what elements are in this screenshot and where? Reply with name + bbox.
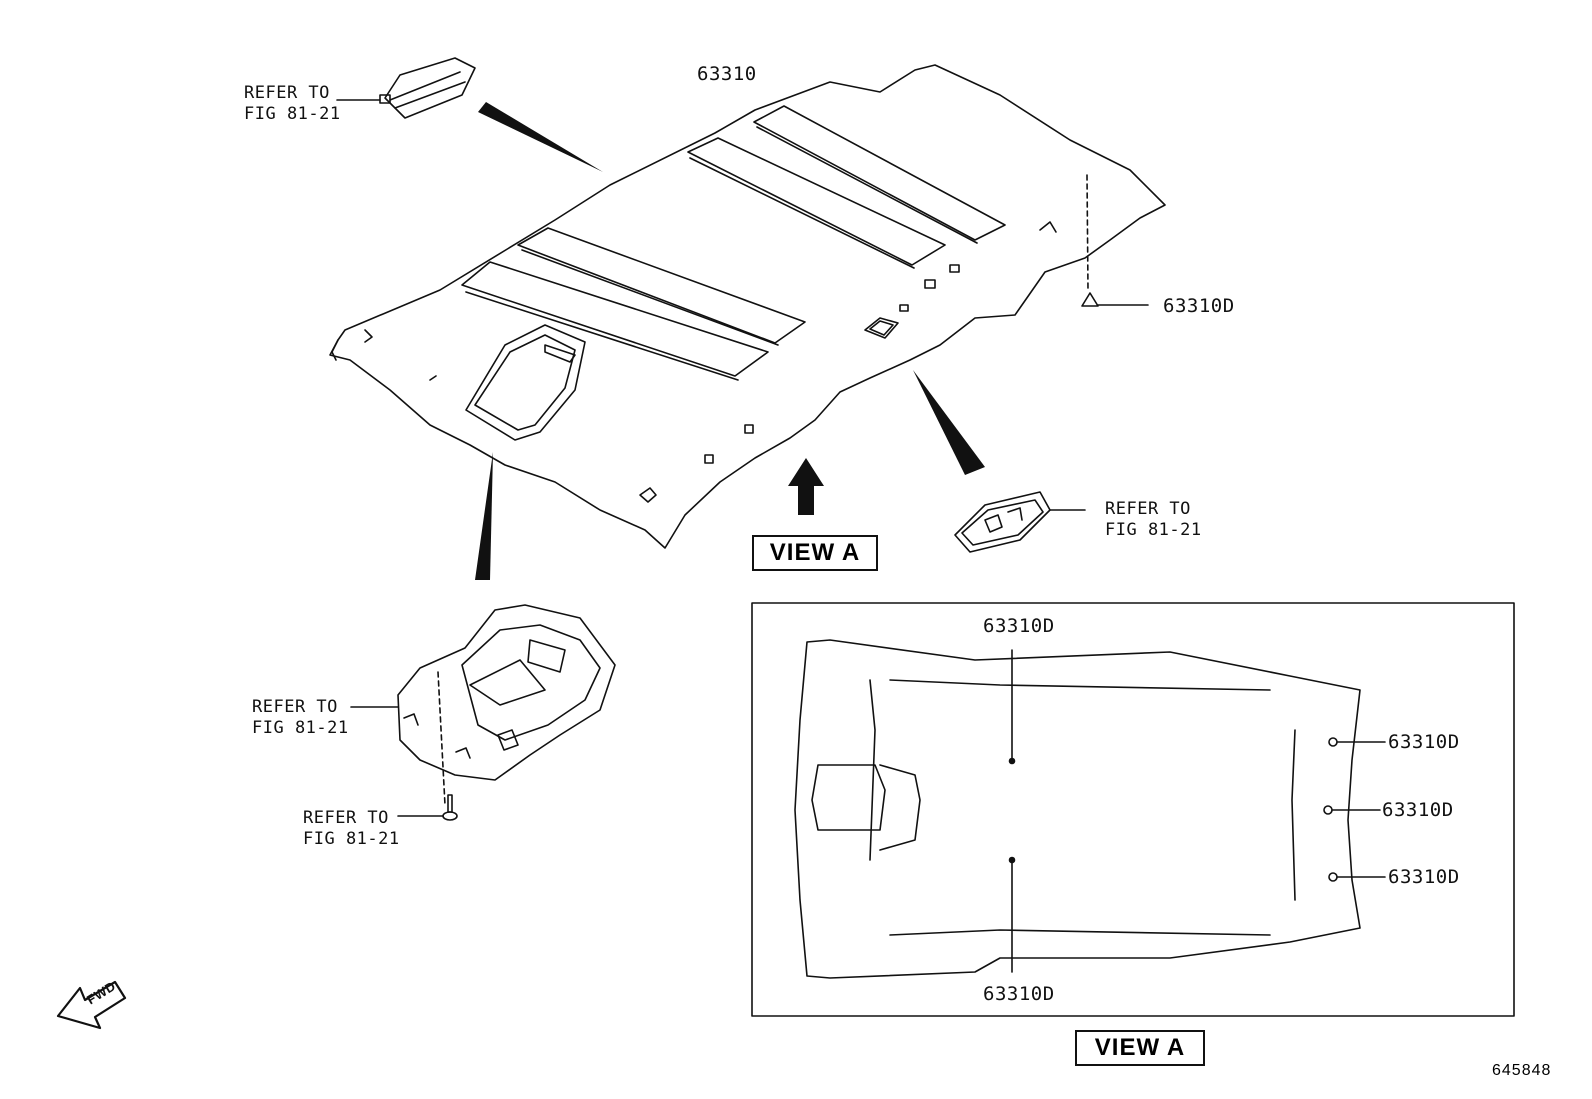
callout-wedges xyxy=(475,102,985,580)
view-a-frame xyxy=(751,602,1515,1017)
refer-label-console-line2: FIG 81-21 xyxy=(252,718,349,738)
map-light-part xyxy=(336,57,476,119)
refer-label-right-line1: REFER TO xyxy=(1105,499,1191,519)
view-a-right-part-number-1: 63310D xyxy=(1388,731,1460,753)
dome-light-part xyxy=(954,491,1086,553)
view-a-top-part-number: 63310D xyxy=(983,615,1055,637)
refer-label-top-line2: FIG 81-21 xyxy=(244,104,341,124)
clip-part-number: 63310D xyxy=(1163,295,1235,317)
view-a-bottom-part-number: 63310D xyxy=(983,983,1055,1005)
view-a-clip-markers xyxy=(1008,649,1386,973)
view-a-box-label: VIEW A xyxy=(1075,1030,1205,1066)
figure-id: 645848 xyxy=(1492,1062,1552,1079)
headliner-part-number: 63310 xyxy=(697,63,757,85)
refer-label-right-line2: FIG 81-21 xyxy=(1105,520,1202,540)
refer-label-top-line1: REFER TO xyxy=(244,83,330,103)
console-screw-part xyxy=(397,671,458,821)
view-a-right-part-number-2: 63310D xyxy=(1382,799,1454,821)
fwd-arrow-icon xyxy=(56,980,127,1030)
overhead-console-part xyxy=(350,604,616,781)
refer-label-screw-line1: REFER TO xyxy=(303,808,389,828)
view-a-headliner xyxy=(794,639,1361,979)
refer-label-console-line1: REFER TO xyxy=(252,697,338,717)
view-a-arrow xyxy=(788,458,824,515)
clip-part xyxy=(1081,174,1149,307)
refer-label-screw-line2: FIG 81-21 xyxy=(303,829,400,849)
view-a-pointer-label: VIEW A xyxy=(752,535,878,571)
headliner-panel xyxy=(329,64,1166,549)
view-a-right-part-number-3: 63310D xyxy=(1388,866,1460,888)
